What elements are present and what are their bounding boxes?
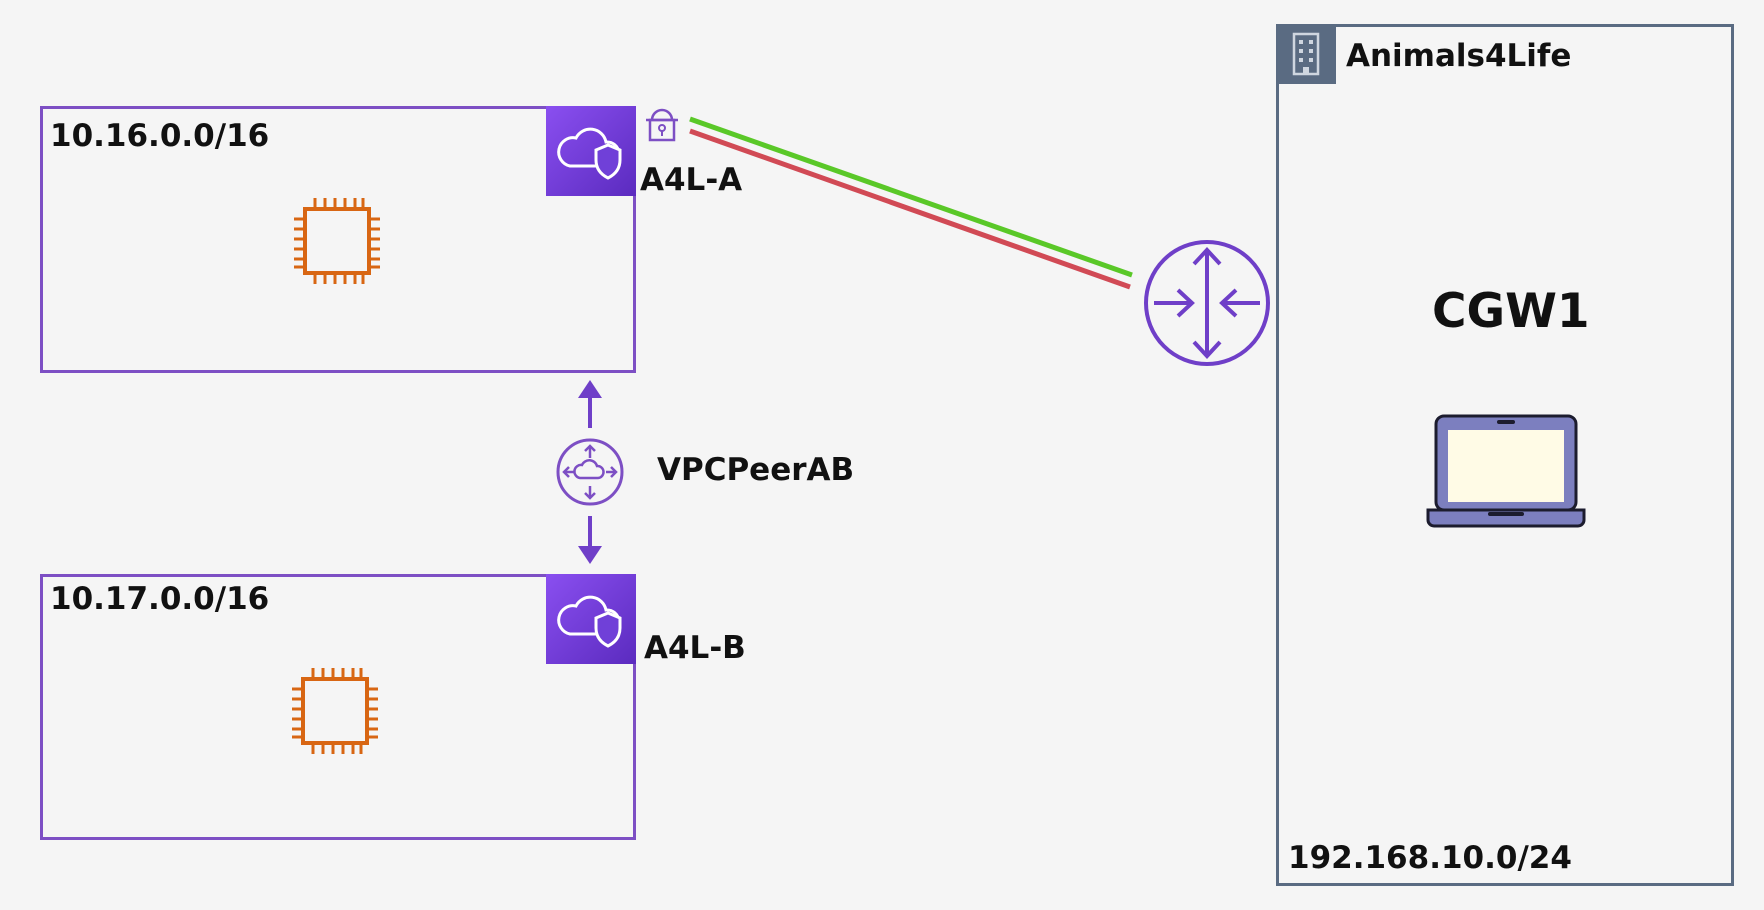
ec2-chip-icon (292, 668, 378, 754)
building-icon (1276, 24, 1336, 84)
peering-arrow-down (578, 516, 602, 564)
vpc-a-name: A4L-A (640, 162, 743, 198)
peering-name: VPCPeerAB (657, 452, 855, 488)
vpc-b-name: A4L-B (644, 630, 746, 666)
vpn-gateway-lock-icon (646, 108, 678, 142)
onprem-cidr: 192.168.10.0/24 (1288, 840, 1572, 876)
vpc-a-cidr: 10.16.0.0/16 (50, 118, 270, 154)
vpc-b-box (40, 574, 636, 840)
gateway-name: CGW1 (1432, 284, 1590, 339)
vpc-cloud-shield-icon (546, 574, 636, 664)
vpc-b-cidr: 10.17.0.0/16 (50, 581, 270, 617)
onprem-name: Animals4Life (1346, 38, 1572, 74)
peering-icon (556, 438, 624, 506)
ec2-chip-icon (294, 198, 380, 284)
router-icon (1144, 240, 1270, 366)
vpc-a-box (40, 106, 636, 373)
vpc-cloud-shield-icon (546, 106, 636, 196)
laptop-icon (1426, 414, 1586, 528)
peering-arrow-up (578, 380, 602, 428)
